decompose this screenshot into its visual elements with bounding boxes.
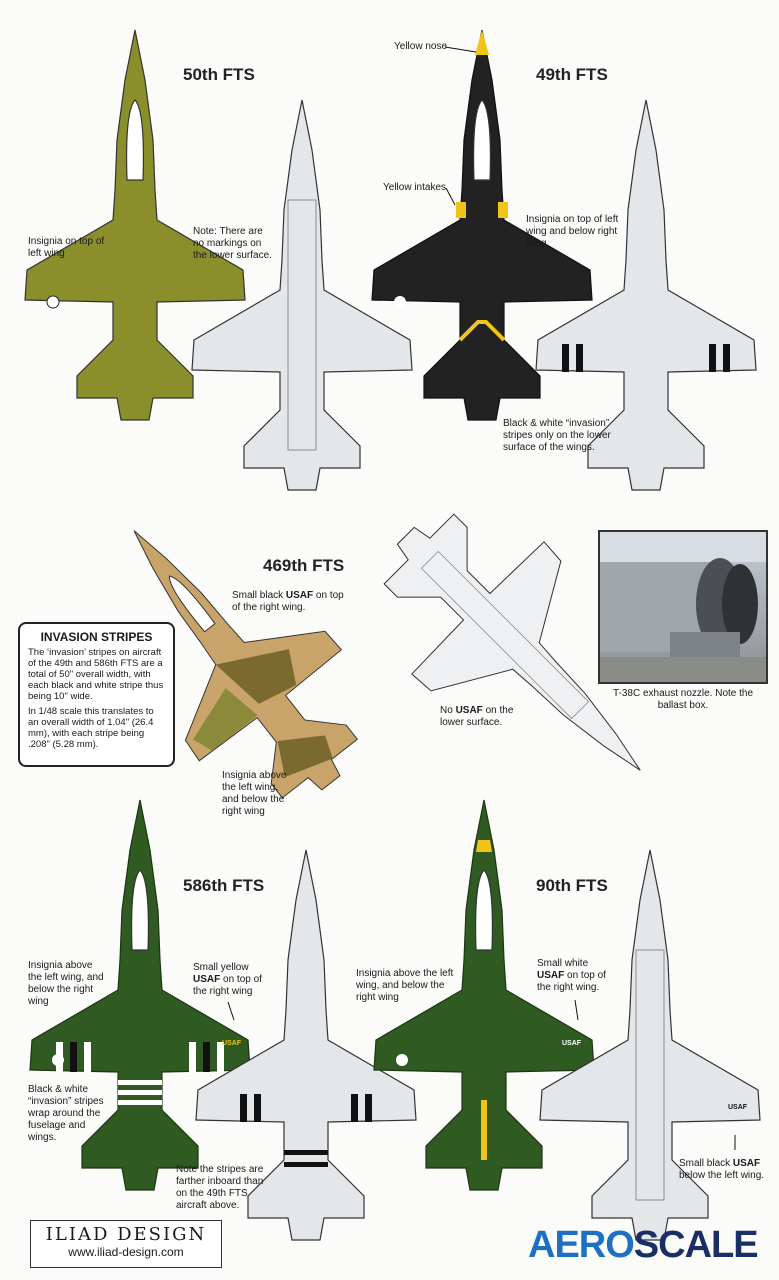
aircraft-586th-top xyxy=(29,799,251,1191)
exhaust-nozzle-image xyxy=(600,532,766,682)
aircraft-469th-bottom xyxy=(339,469,707,837)
photo-caption: T-38C exhaust nozzle. Note the ballast b… xyxy=(612,688,754,711)
note-586th-usaf-pre: Small yellow xyxy=(193,962,249,973)
invasion-box-p1: The ‘invasion’ stripes on aircraft of th… xyxy=(28,647,164,702)
aircraft-586th-bottom xyxy=(195,849,417,1241)
aircraft-50th-bottom xyxy=(191,99,413,491)
note-586th-insignia: Insignia above the left wing, and below … xyxy=(28,960,104,1007)
iliad-design-url: www.iliad-design.com xyxy=(68,1245,184,1259)
invasion-box-p2: In 1/48 scale this translates to an over… xyxy=(28,706,154,750)
note-90th-usaf-post: on top of the right wing. xyxy=(537,970,606,993)
aircraft-49th-bottom xyxy=(535,99,757,491)
note-586th-usaf-post: on top of the right wing xyxy=(193,974,262,997)
aircraft-49th-top xyxy=(371,29,593,421)
note-90th-below-bold: USAF xyxy=(732,1158,761,1169)
exhaust-nozzle-photo xyxy=(598,530,768,684)
invasion-stripes-box: INVASION STRIPES The ‘invasion’ stripes … xyxy=(18,622,175,767)
note-469th-insignia: Insignia above the left wing, and below … xyxy=(222,770,287,817)
title-49th: 49th FTS xyxy=(536,65,608,84)
note-50th-insignia: Insignia on top of left wing xyxy=(28,236,105,259)
aeroscale-logo: AEROSCALE xyxy=(528,1222,774,1268)
note-49th-insignia: Insignia on top of left wing and below r… xyxy=(526,214,619,249)
note-90th-usaf: Small white USAF on top of the right win… xyxy=(537,958,617,994)
note-469th-usaf-bold: USAF xyxy=(285,590,314,601)
leader-lines xyxy=(227,46,736,1150)
aircraft-50th-top xyxy=(24,29,246,421)
aircraft-90th-top xyxy=(373,799,595,1191)
note-90th-insignia: Insignia above the left wing, and below … xyxy=(356,968,454,1003)
note-90th-below-post: below the left wing. xyxy=(679,1170,765,1181)
note-50th-lower: Note: There are no markings on the lower… xyxy=(193,226,272,261)
note-469th-usaf-post: on top of the right wing. xyxy=(232,590,344,613)
note-49th-stripes: Black & white “invasion” stripes only on… xyxy=(503,418,611,453)
note-90th-usaf-pre: Small white xyxy=(537,958,589,969)
note-90th-below: Small black USAF below the left wing. xyxy=(679,1158,769,1182)
title-469th: 469th FTS xyxy=(263,556,344,576)
usaf-mark-90: USAF xyxy=(562,1040,582,1047)
usaf-mark-586: USAF xyxy=(222,1040,242,1047)
note-586th-usaf-bold: USAF xyxy=(193,974,221,985)
aircraft-90th-bottom xyxy=(539,849,761,1241)
note-586th-inboard: Note the stripes are farther inboard tha… xyxy=(176,1164,264,1211)
note-90th-below-pre: Small black xyxy=(679,1158,733,1169)
note-586th-stripes: Black & white “invasion” stripes wrap ar… xyxy=(28,1084,104,1143)
note-49th-intakes: Yellow intakes xyxy=(383,182,447,193)
note-469th-lower-bold: USAF xyxy=(455,705,483,716)
note-469th-lower-post: on the lower surface. xyxy=(440,705,514,728)
note-469th-usaf: Small black USAF on top of the right win… xyxy=(232,590,344,614)
note-90th-usaf-bold: USAF xyxy=(537,970,565,981)
invasion-box-title: INVASION STRIPES xyxy=(40,630,153,644)
aeroscale-logo-scale: SCALE xyxy=(633,1224,759,1266)
title-50th: 50th FTS xyxy=(183,65,255,84)
note-469th-lower: No USAF on the lower surface. xyxy=(440,705,524,729)
note-469th-lower-pre: No xyxy=(440,705,456,716)
aeroscale-logo-aero: AERO xyxy=(528,1224,635,1266)
note-586th-usaf: Small yellow USAF on top of the right wi… xyxy=(193,962,273,998)
iliad-design-logo: ILIAD DESIGN www.iliad-design.com xyxy=(30,1220,222,1268)
title-586th: 586th FTS xyxy=(183,876,265,895)
note-469th-usaf-pre: Small black xyxy=(232,590,286,601)
usaf-mark-90-lower: USAF xyxy=(728,1104,748,1111)
title-469th-text: 469th FTS xyxy=(263,556,345,575)
title-90th: 90th FTS xyxy=(536,876,608,895)
iliad-design-name: ILIAD DESIGN xyxy=(45,1224,207,1245)
aircraft-469th-top xyxy=(62,474,403,839)
note-49th-nose: Yellow nose xyxy=(394,41,448,52)
